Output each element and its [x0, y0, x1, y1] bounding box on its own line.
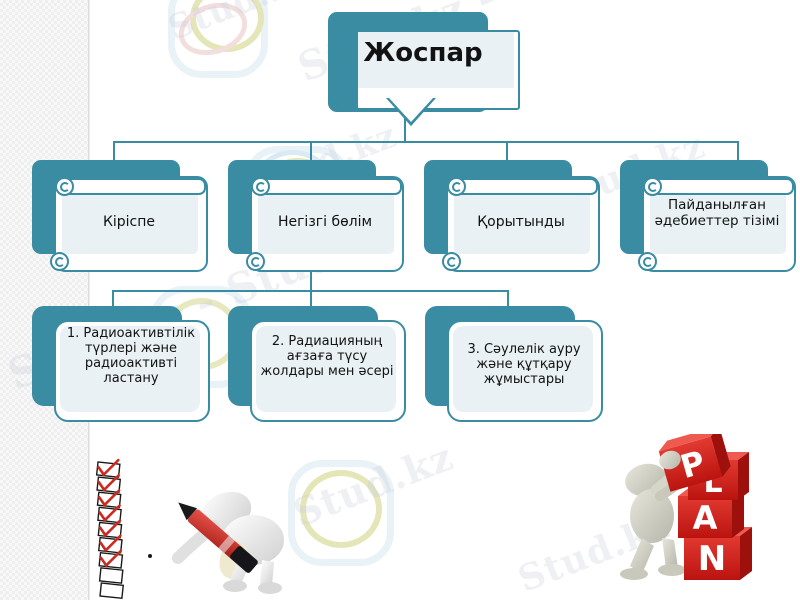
- plan-blocks-svg: N A L P: [620, 434, 752, 580]
- node-panel: [454, 186, 590, 254]
- checklist-figure-svg: [95, 458, 284, 600]
- illustration-checklist-figure: [90, 452, 310, 600]
- checklist-items: [95, 458, 125, 600]
- node-scroll-curl-bottom: [638, 252, 657, 271]
- node-label: Кіріспе: [102, 214, 156, 230]
- watermark: Stud.kz: [286, 433, 460, 536]
- node-korytyndy[interactable]: Қорытынды: [424, 160, 600, 272]
- connector-to-sub-2: [310, 290, 312, 312]
- node-sub-2[interactable]: 2. Радиацияның ағзаға түсу жолдары мен ә…: [228, 306, 408, 424]
- connector-to-node-2: [310, 141, 312, 164]
- node-scroll-bar: [650, 178, 794, 195]
- node-scroll-bar: [258, 178, 402, 195]
- node-panel: [453, 326, 593, 412]
- node-scroll-curl-top: [643, 177, 662, 196]
- node-root-plan[interactable]: Жоспар: [328, 12, 520, 152]
- node-label: 2. Радиацияның ағзаға түсу жолдары мен ә…: [260, 334, 394, 380]
- left-texture-strip: [0, 0, 88, 600]
- svg-text:N: N: [698, 539, 726, 579]
- root-arrow-inner: [389, 98, 433, 122]
- node-negizgi-bolim[interactable]: Негізгі бөлім: [228, 160, 404, 272]
- node-panel: [256, 326, 396, 412]
- connector-to-sub-3: [507, 290, 509, 312]
- svg-text:A: A: [693, 499, 718, 537]
- decorative-ring-olive-top: [190, 0, 264, 52]
- node-label: Пайданылған әдебиеттер тізімі: [654, 197, 780, 229]
- connector-bus-level2: [113, 141, 738, 143]
- left-strip-edge: [88, 0, 90, 600]
- node-scroll-curl-top: [55, 177, 74, 196]
- illustration-plan-blocks-figure: N A L P: [608, 434, 798, 600]
- node-panel: [62, 186, 198, 254]
- node-scroll-curl-top: [447, 177, 466, 196]
- node-label: 1. Радиоактивтілік түрлері және радиоакт…: [66, 326, 196, 387]
- decorative-ring-pink-top: [171, 0, 255, 64]
- node-sub-3[interactable]: 3. Сәулелік ауру және құтқару жұмыстары: [425, 306, 605, 424]
- node-kirispe[interactable]: Кіріспе: [32, 160, 208, 272]
- node-panel: [358, 32, 514, 88]
- connector-to-node-4: [737, 141, 739, 164]
- decorative-rounded-square-top: [168, 0, 268, 78]
- pencil: [178, 502, 258, 573]
- connector-root-stem: [404, 110, 406, 142]
- node-scroll-bar: [62, 178, 206, 195]
- node-scroll-curl-bottom: [246, 252, 265, 271]
- node-sub-1[interactable]: 1. Радиоактивтілік түрлері және радиоакт…: [32, 306, 212, 424]
- node-scroll-curl-bottom: [442, 252, 461, 271]
- node-panel: [60, 326, 200, 412]
- node-scroll-bar: [454, 178, 598, 195]
- node-adebietter-tizimi[interactable]: Пайданылған әдебиеттер тізімі: [620, 160, 796, 272]
- connector-to-node-1: [113, 141, 115, 164]
- plan-block-P: P: [658, 434, 731, 492]
- decorative-ring-olive-pencil: [300, 470, 382, 548]
- connector-to-sub-1: [112, 290, 114, 312]
- node-label: Жоспар: [363, 38, 483, 68]
- node-panel: [650, 186, 786, 254]
- node-scroll-curl-bottom: [50, 252, 69, 271]
- watermark: Stud.kz: [162, 0, 318, 49]
- node-panel: [258, 186, 394, 254]
- connector-to-node-3: [506, 141, 508, 164]
- connector-main-section-stem: [310, 268, 312, 291]
- node-label: 3. Сәулелік ауру және құтқару жұмыстары: [467, 342, 581, 388]
- node-label: Негізгі бөлім: [277, 214, 373, 230]
- node-scroll-curl-top: [251, 177, 270, 196]
- node-label: Қорытынды: [477, 214, 565, 230]
